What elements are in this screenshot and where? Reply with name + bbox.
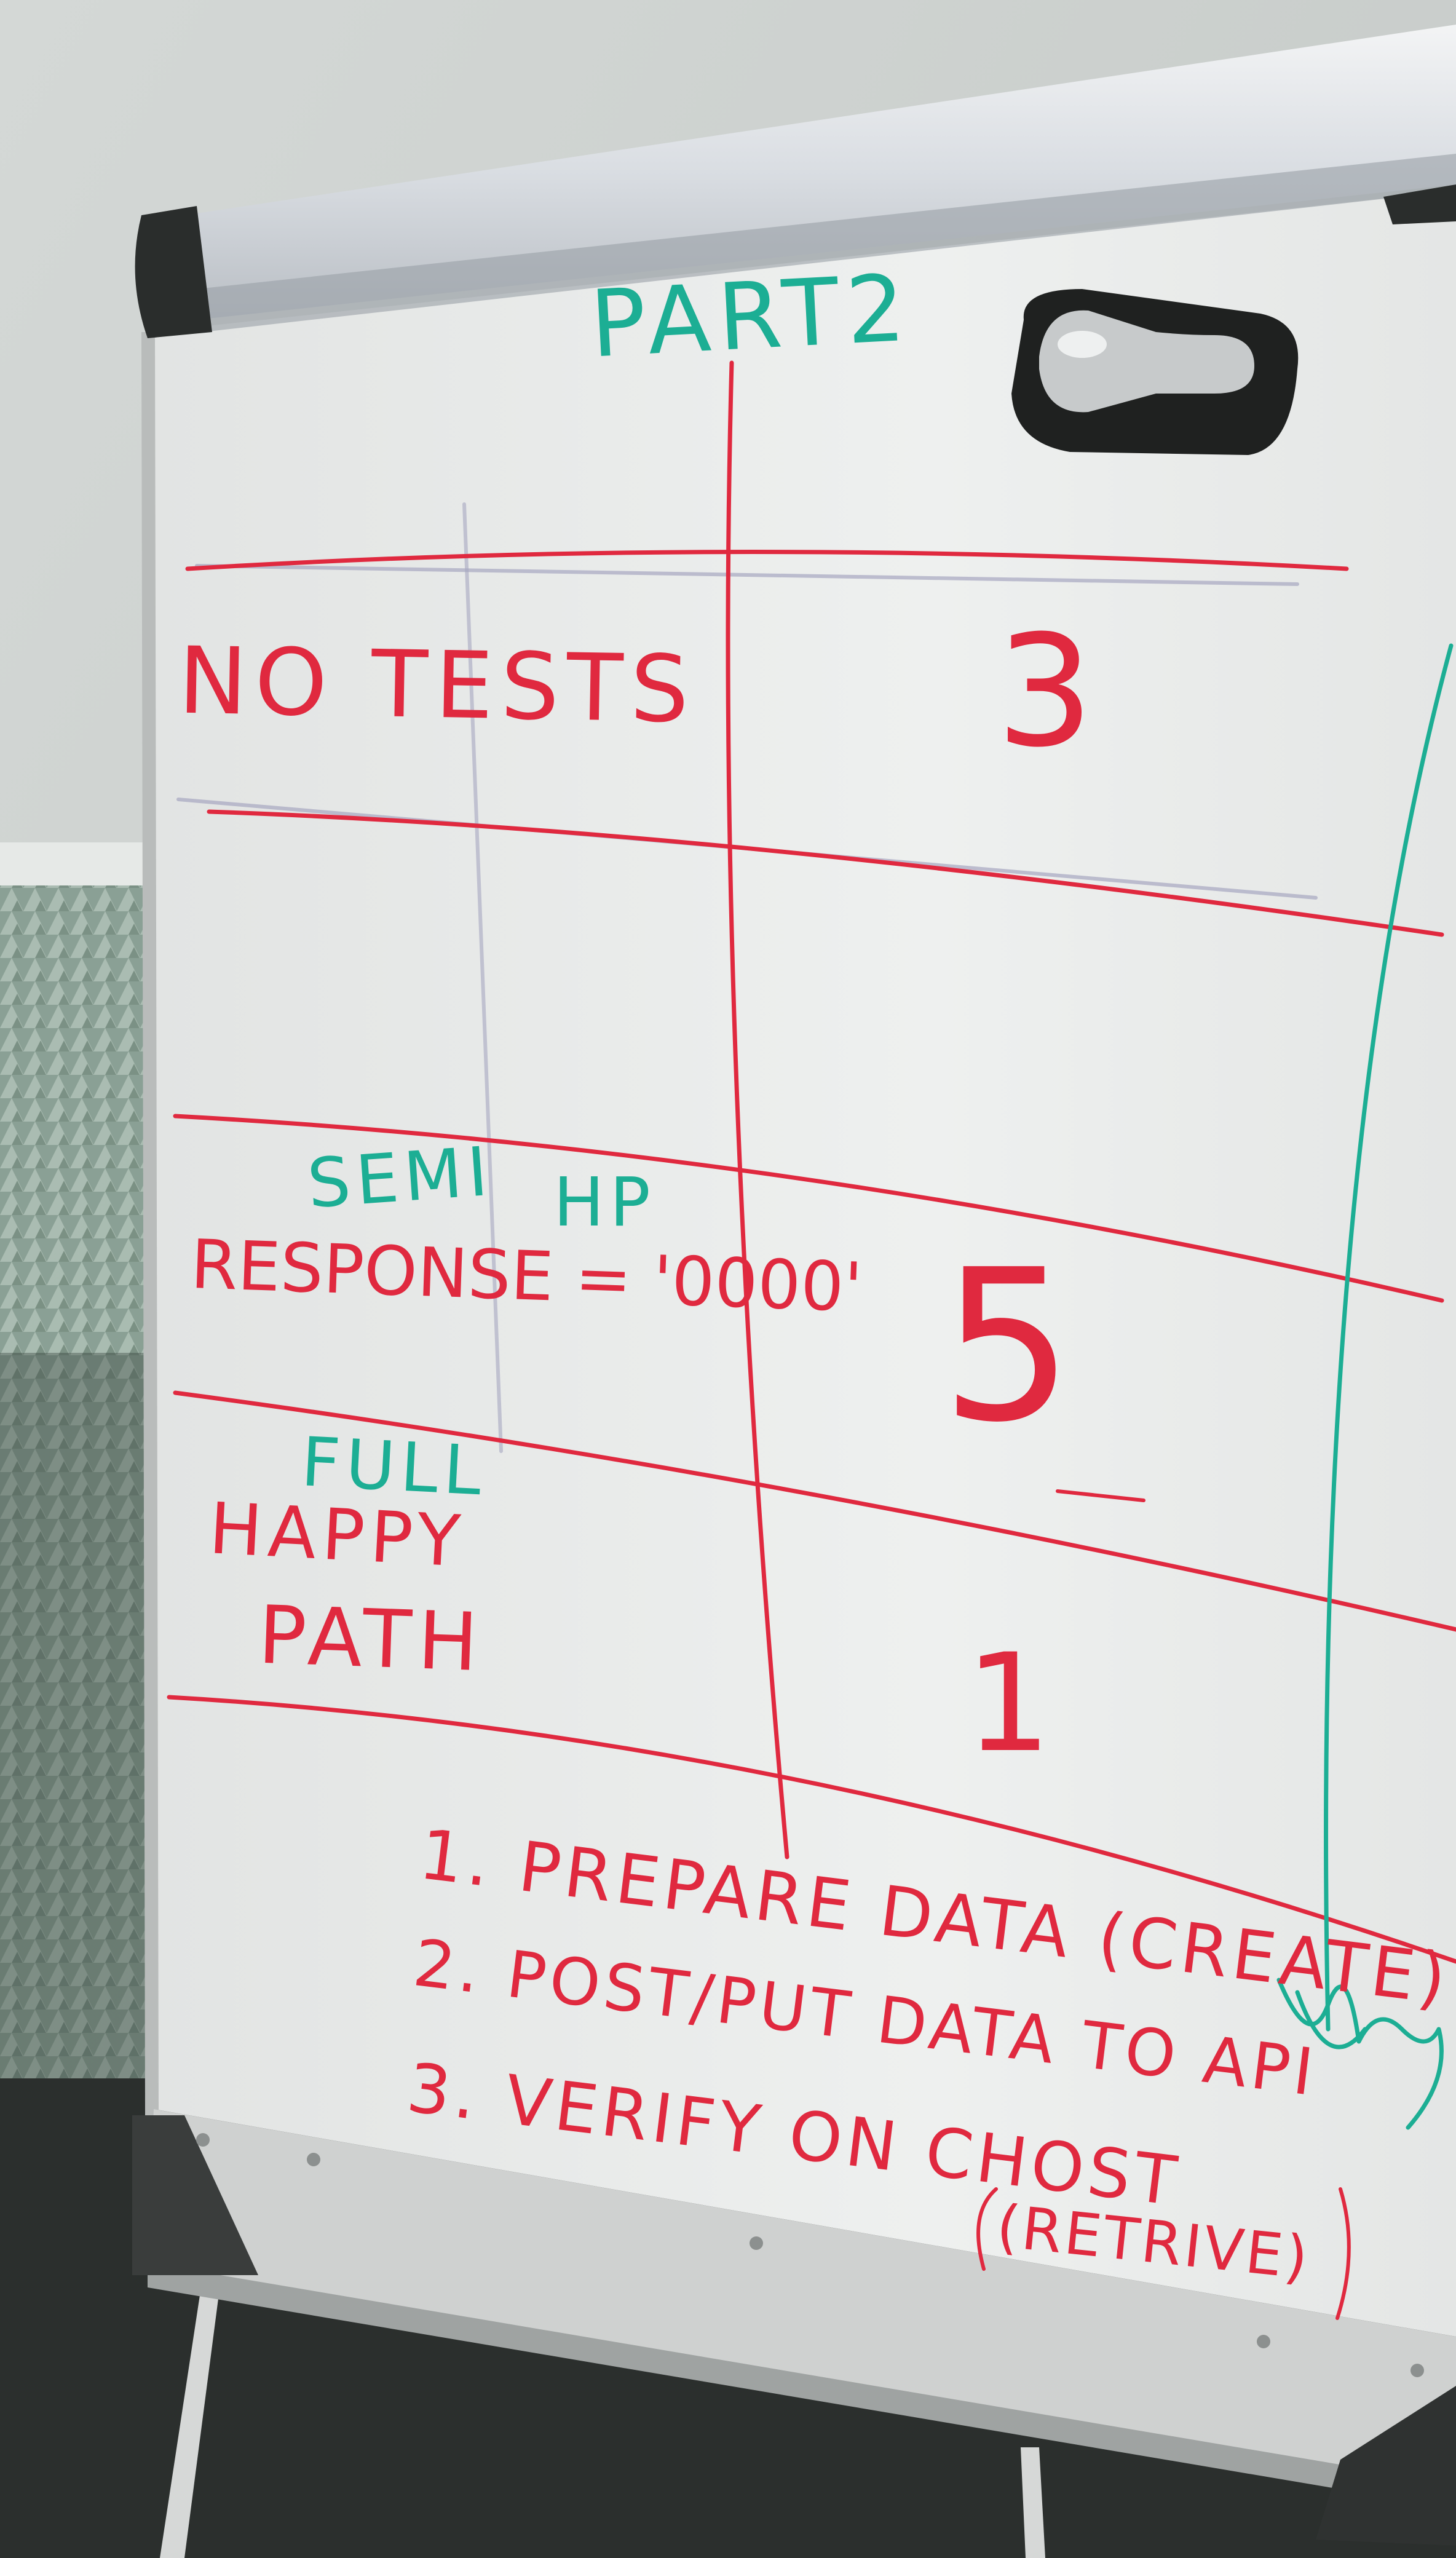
red-table-line — [167, 1695, 1456, 1964]
patterned-panel — [0, 885, 160, 2115]
magnet-highlight — [1058, 331, 1107, 358]
roll-end-cap-left — [135, 206, 212, 338]
red-table-line — [185, 550, 1349, 571]
row-3-count: 1 — [965, 1625, 1062, 1782]
screw — [1257, 2335, 1270, 2348]
top-roll — [184, 25, 1456, 320]
tray-bracket-left — [132, 2115, 258, 2275]
screw — [307, 2153, 320, 2166]
red-table-line — [173, 1114, 1444, 1303]
board-frame-left — [141, 332, 159, 2115]
board-title: PART2 — [587, 255, 916, 379]
red-bracket-left — [976, 2187, 998, 2271]
row-1-count: 3 — [996, 602, 1107, 781]
red-column-line — [726, 360, 789, 1859]
red-table-line — [207, 809, 1444, 937]
easel-leg-right — [1021, 2447, 1045, 2558]
board-tray — [148, 2109, 1456, 2497]
row-3-label-line-2: PATH — [256, 1588, 486, 1690]
red-underline-5 — [1056, 1489, 1145, 1502]
teal-long-stroke — [1324, 643, 1454, 2032]
grey-guide-line — [195, 564, 1299, 586]
screw — [196, 2133, 210, 2147]
board-tray-lip — [148, 2263, 1456, 2509]
grey-guide-column — [462, 502, 503, 1453]
screw — [1410, 2364, 1424, 2377]
row-1-label: NO TESTS — [177, 627, 697, 744]
easel-leg-left — [160, 2275, 221, 2558]
red-bracket-right — [1335, 2187, 1351, 2320]
row-2-note-semi: SEMI — [304, 1131, 496, 1224]
row-3-label-line-1: HAPPY — [207, 1487, 468, 1583]
screw — [750, 2236, 763, 2250]
red-table-line — [173, 1390, 1456, 1632]
panel-shadow — [0, 1353, 160, 2115]
row-2-note-hp: HP — [553, 1163, 656, 1241]
teal-scribble — [1276, 1978, 1444, 2130]
roll-end-cap-right — [1383, 184, 1456, 224]
tray-bracket-right — [1316, 2386, 1456, 2546]
whiteboard-surface — [151, 191, 1456, 2337]
wall-trim — [0, 842, 160, 885]
row-2-count: 5 — [941, 1225, 1091, 1468]
top-roll-shadow — [197, 154, 1456, 332]
